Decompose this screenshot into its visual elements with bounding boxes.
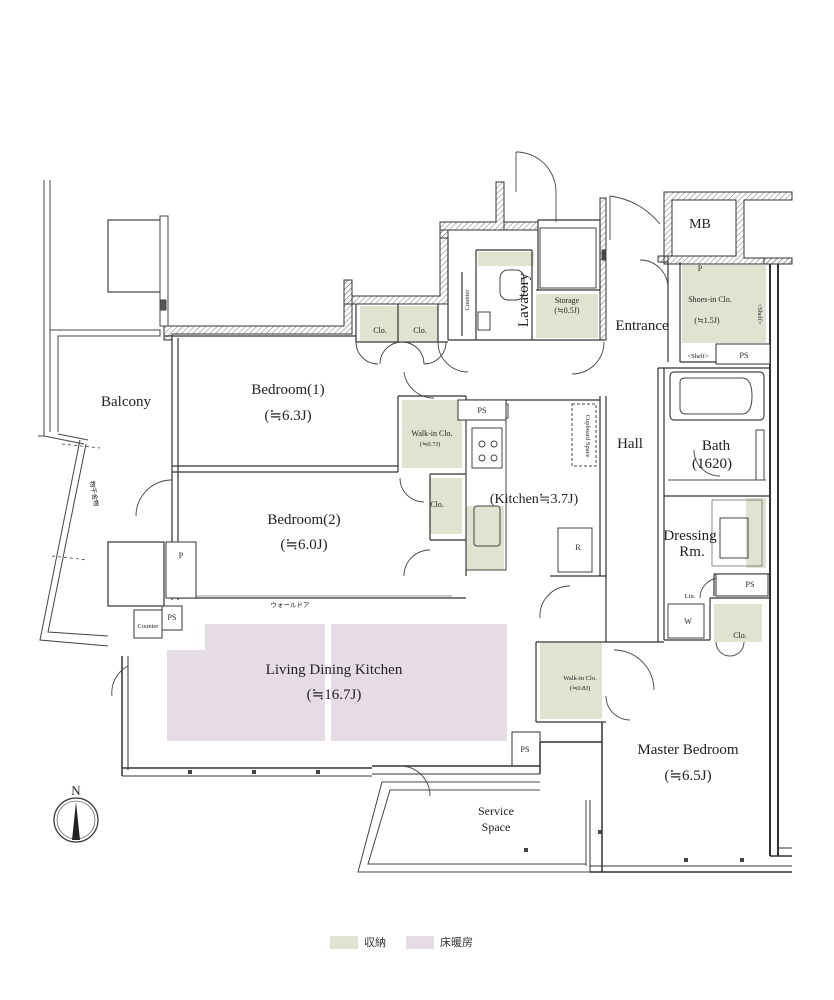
label-drying-hardware: 物干金物 bbox=[88, 480, 101, 508]
label-service-line2: Space bbox=[482, 820, 511, 834]
label-shoes-closet: Shoes-in Clo. bbox=[688, 295, 732, 304]
label-washer: W bbox=[684, 617, 692, 626]
label-closet-b: Clo. bbox=[413, 326, 427, 335]
legend: 収納 床暖房 bbox=[330, 934, 473, 950]
label-hall: Hall bbox=[617, 436, 643, 452]
label-p-shoes: P bbox=[698, 264, 703, 273]
label-master-bedroom-size: (≒6.5J) bbox=[664, 768, 711, 784]
label-bedroom1-size: (≒6.3J) bbox=[264, 408, 311, 424]
label-bath: Bath bbox=[702, 438, 731, 454]
label-walkin-closet-1: Walk-in Clo. bbox=[411, 429, 452, 438]
label-lavatory: Lavatory bbox=[516, 272, 532, 327]
label-walkin-closet-2-size: (≒0.8J) bbox=[570, 685, 590, 692]
dressing-sink bbox=[667, 499, 763, 639]
floor-heating-area-2 bbox=[167, 650, 207, 741]
label-mb: MB bbox=[689, 217, 711, 232]
label-ps-entrance: PS bbox=[740, 351, 749, 360]
label-counter-balcony: Counter bbox=[138, 623, 160, 630]
lavatory-fixtures bbox=[477, 227, 607, 331]
label-entrance: Entrance bbox=[615, 318, 669, 334]
label-ldk: Living Dining Kitchen bbox=[266, 662, 403, 678]
label-bedroom2: Bedroom(2) bbox=[267, 512, 340, 528]
label-shoes-closet-size: (≒1.5J) bbox=[694, 316, 719, 325]
label-bedroom1: Bedroom(1) bbox=[251, 382, 324, 398]
label-storage-size: (≒0.5J) bbox=[554, 306, 579, 315]
label-kitchen: (Kitchen≒3.7J) bbox=[490, 492, 579, 507]
interior-walls bbox=[164, 219, 770, 723]
compass-north-label: N bbox=[71, 783, 81, 798]
label-walkin-closet-1-size: (≒0.7J) bbox=[420, 441, 440, 448]
label-ps-ldk: PS bbox=[521, 745, 530, 754]
label-wall-door: ウォールドア bbox=[271, 601, 311, 609]
legend-item-storage: 収納 bbox=[330, 934, 386, 950]
doors bbox=[111, 151, 745, 797]
label-ps-kitchen: PS bbox=[478, 406, 487, 415]
legend-label-floor-heating: 床暖房 bbox=[440, 936, 473, 949]
label-walkin-closet-2: Walk-in Clo. bbox=[563, 675, 597, 682]
label-linen: Lin. bbox=[685, 593, 696, 600]
compass: N bbox=[53, 783, 99, 843]
balcony-outline bbox=[38, 180, 169, 647]
legend-swatch-storage bbox=[330, 935, 358, 949]
storage-areas bbox=[360, 252, 766, 719]
label-counter-lavatory: Counter bbox=[464, 289, 471, 311]
label-ps-dressing: PS bbox=[746, 580, 755, 589]
walls bbox=[163, 181, 793, 341]
label-closet-a: Clo. bbox=[373, 326, 387, 335]
label-p-balcony: P bbox=[179, 551, 184, 560]
label-storage: Storage bbox=[555, 296, 580, 305]
label-fridge: R bbox=[575, 543, 581, 552]
floor-heating-area-1 bbox=[205, 624, 325, 741]
legend-item-floor-heating: 床暖房 bbox=[406, 934, 473, 950]
label-dressing-line1: Dressing bbox=[663, 528, 717, 544]
service-space-outline bbox=[357, 781, 590, 873]
label-cupboard-space: Cupboard Space bbox=[584, 415, 591, 458]
label-dressing-line2: Rm. bbox=[679, 544, 704, 560]
legend-label-storage: 収納 bbox=[364, 936, 386, 949]
label-ldk-size: (≒16.7J) bbox=[307, 687, 362, 703]
label-closet-dressing: Clo. bbox=[733, 631, 747, 640]
label-ps-balcony: PS bbox=[168, 613, 177, 622]
floor-heating-area-3 bbox=[331, 624, 507, 741]
bath-tub bbox=[668, 371, 766, 481]
label-shelf-vertical: <Shelf> bbox=[756, 303, 763, 324]
label-closet-bedroom2: Clo. bbox=[430, 500, 444, 509]
legend-swatch-floor-heating bbox=[406, 935, 434, 949]
label-service-line1: Service bbox=[478, 804, 514, 818]
label-bedroom2-size: (≒6.0J) bbox=[280, 537, 327, 553]
drying-lines bbox=[51, 443, 101, 561]
label-master-bedroom: Master Bedroom bbox=[637, 742, 739, 758]
window-marks bbox=[188, 770, 744, 862]
label-bath-size: (1620) bbox=[692, 456, 732, 472]
ps-boxes bbox=[107, 343, 771, 767]
label-shelf: <Shelf> bbox=[687, 353, 708, 360]
label-balcony: Balcony bbox=[101, 394, 151, 410]
